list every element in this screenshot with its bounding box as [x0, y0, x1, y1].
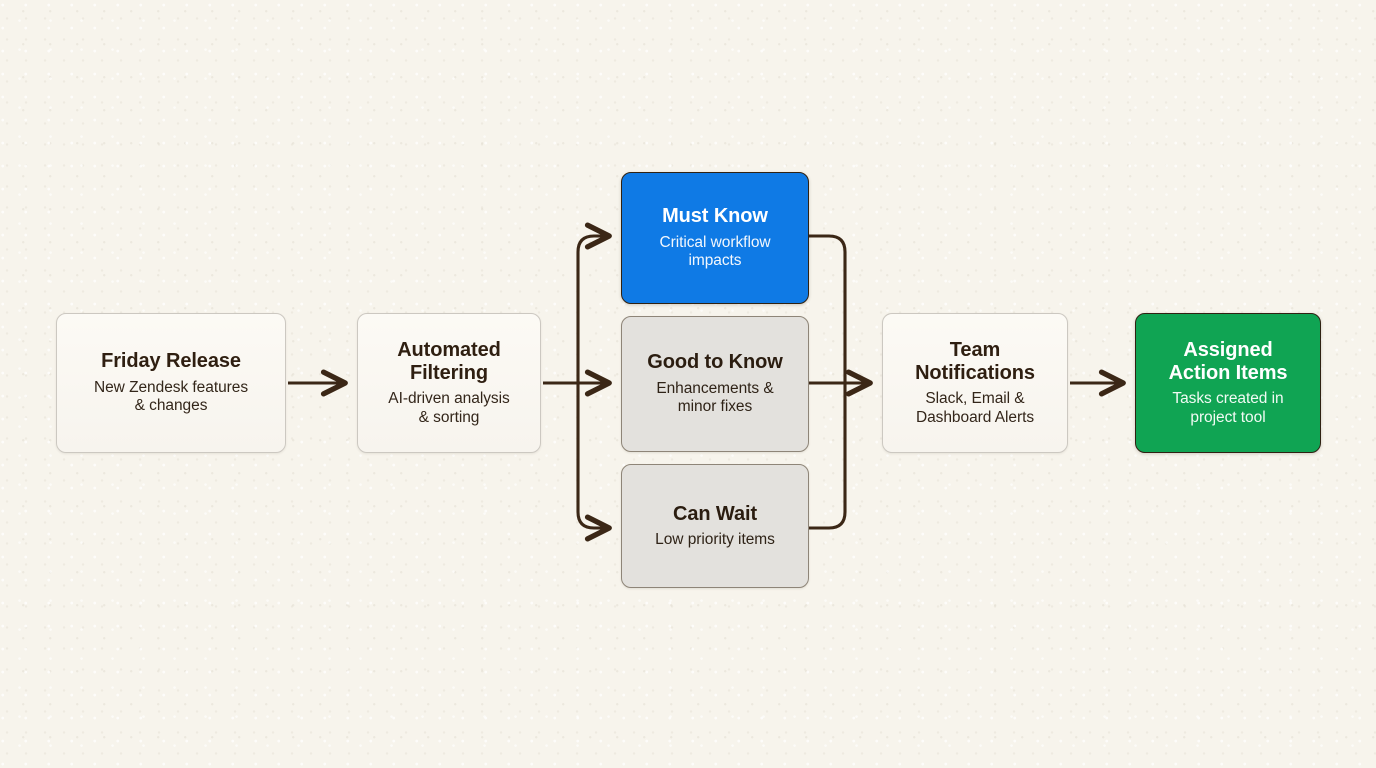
node-title: Must Know: [662, 205, 768, 228]
node-subtitle: Tasks created in project tool: [1172, 390, 1283, 427]
node-subtitle-line: impacts: [688, 252, 742, 270]
node-subtitle: Critical workflow impacts: [659, 234, 770, 271]
node-title-line: Automated: [397, 338, 501, 361]
node-subtitle-line: project tool: [1190, 408, 1266, 426]
node-subtitle-line: Enhancements &: [656, 379, 774, 397]
node-automated-filtering[interactable]: Automated Filtering AI-driven analysis &…: [357, 313, 541, 453]
node-subtitle-line: AI-driven analysis: [388, 390, 510, 408]
node-subtitle-line: New Zendesk features: [93, 378, 249, 396]
node-title: Automated Filtering: [397, 339, 501, 385]
node-title: Team Notifications: [915, 339, 1035, 385]
node-title-line: Filtering: [409, 361, 488, 384]
node-title-line: Assigned: [1183, 338, 1273, 361]
node-title-line: Action Items: [1168, 361, 1288, 384]
node-subtitle-line: Tasks created in: [1172, 390, 1284, 408]
node-title: Can Wait: [672, 502, 757, 525]
node-subtitle: New Zendesk features & changes: [94, 379, 248, 416]
node-title: Assigned Action Items: [1169, 339, 1288, 385]
node-title-line: Team: [949, 338, 1001, 361]
node-title: Friday Release: [101, 350, 241, 373]
node-can-wait[interactable]: Can Wait Low priority items: [621, 464, 809, 588]
node-subtitle-line: minor fixes: [677, 398, 753, 416]
node-subtitle: Enhancements & minor fixes: [656, 380, 773, 417]
node-title: Good to Know: [647, 351, 783, 374]
node-subtitle: Slack, Email & Dashboard Alerts: [916, 390, 1034, 427]
node-title-line: Notifications: [915, 361, 1035, 384]
node-subtitle-line: & sorting: [418, 408, 480, 426]
node-team-notifications[interactable]: Team Notifications Slack, Email & Dashbo…: [882, 313, 1068, 453]
node-subtitle: AI-driven analysis & sorting: [388, 390, 509, 427]
node-subtitle: Low priority items: [655, 530, 775, 548]
node-must-know[interactable]: Must Know Critical workflow impacts: [621, 172, 809, 304]
node-subtitle-line: Slack, Email &: [925, 390, 1025, 408]
node-subtitle-line: Critical workflow: [659, 233, 771, 251]
node-good-to-know[interactable]: Good to Know Enhancements & minor fixes: [621, 316, 809, 452]
node-subtitle-line: & changes: [134, 397, 208, 415]
node-assigned-action-items[interactable]: Assigned Action Items Tasks created in p…: [1135, 313, 1321, 453]
node-subtitle-line: Dashboard Alerts: [915, 408, 1035, 426]
node-friday-release[interactable]: Friday Release New Zendesk features & ch…: [56, 313, 286, 453]
